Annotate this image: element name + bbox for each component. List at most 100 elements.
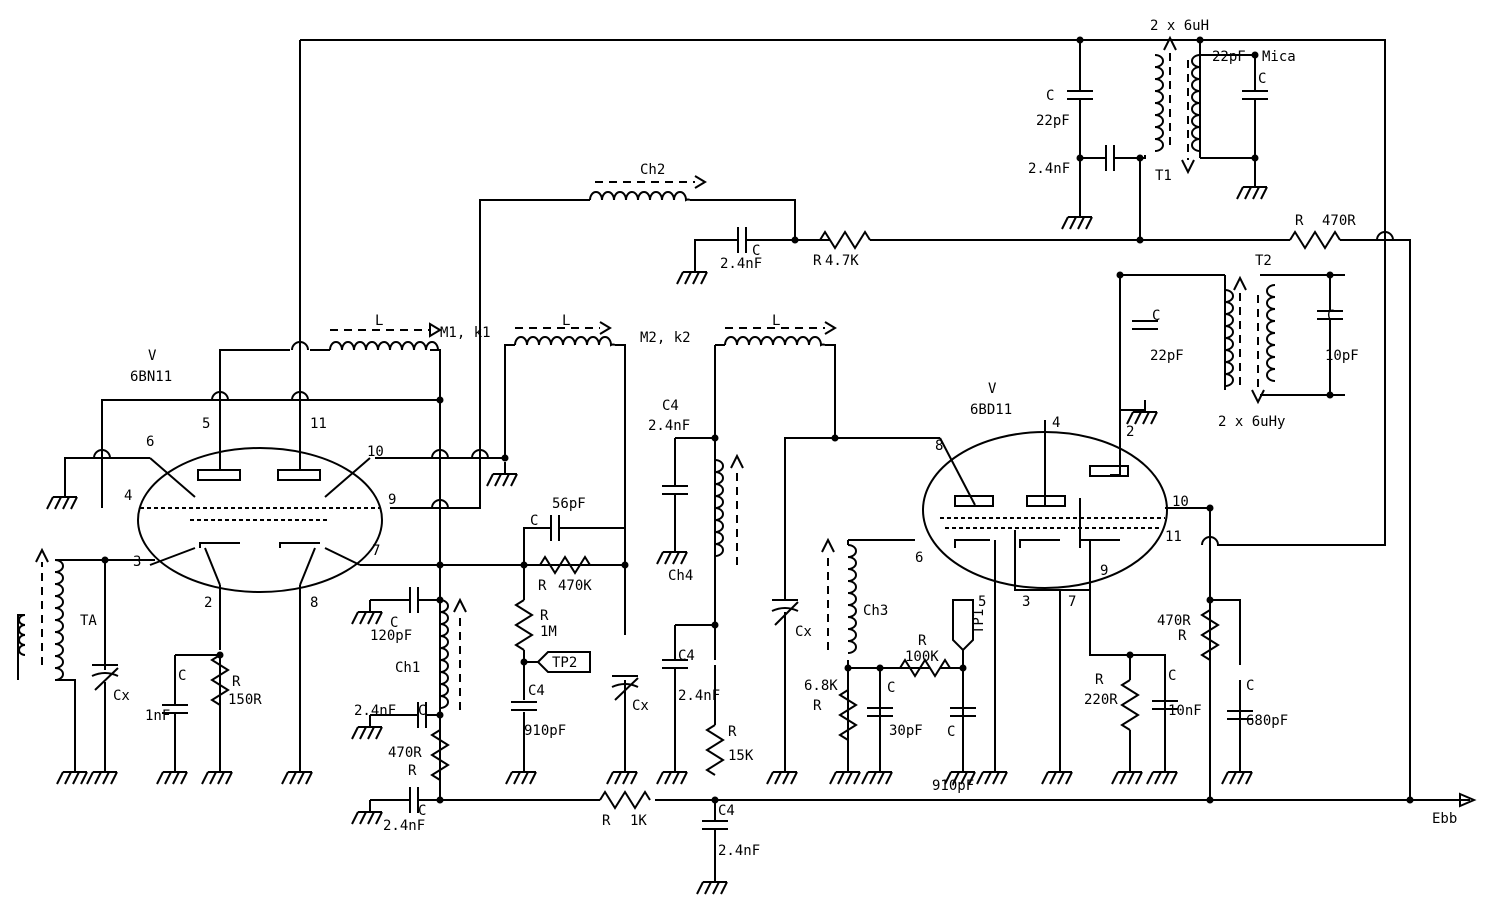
r-470k-value: 470K	[558, 578, 592, 594]
r-47k-ref: R	[813, 253, 822, 269]
c-56-value: 56pF	[552, 496, 586, 512]
v2-pin-11: 11	[1165, 529, 1182, 545]
v1-pin-4: 4	[124, 488, 132, 504]
v2-pin-6: 6	[915, 550, 923, 566]
r-1m-value: 1M	[540, 624, 557, 640]
c-10n-value: 10nF	[1168, 703, 1202, 719]
cx-v2-ref: Cx	[795, 624, 812, 640]
c-bot-24-ref: C	[418, 803, 426, 819]
ch3-ref: Ch3	[863, 603, 888, 619]
junctions	[101, 36, 1414, 804]
part-labels: C 22pF 2.4nF C 2.4nF R 4.7K R 470R C 22p…	[113, 88, 1457, 859]
r-47k-value: 4.7K	[825, 253, 859, 269]
c-t2-22-value: 22pF	[1150, 348, 1184, 364]
v2-pin-5: 5	[978, 594, 986, 610]
v1-pin-9: 9	[388, 492, 396, 508]
c4-910-ref: C4	[528, 683, 545, 699]
inductor-labels: L M1, k1 L M2, k2 L Ch1 Ch2 Ch3 Ch4 T1 2…	[80, 18, 1359, 676]
v2-pin-4: 4	[1052, 415, 1060, 431]
c4-mid-ref: C4	[678, 648, 695, 664]
c-t2-22-ref: C	[1152, 308, 1160, 324]
v1-ref: V	[148, 348, 157, 364]
v1-pin-3: 3	[133, 554, 141, 570]
t1-cap-ref: C	[1258, 71, 1266, 87]
c-680-ref: C	[1246, 678, 1254, 694]
t2-cap-value: 10pF	[1325, 348, 1359, 364]
v2-pin-3: 3	[1022, 594, 1030, 610]
r-100k-ref: R	[918, 633, 927, 649]
v2-pin-8: 8	[935, 438, 943, 454]
tube-labels: V 6BN11 5 11 6 10 4 9 3 7 2 8 V 6BD11 8 …	[124, 348, 1189, 611]
v2-type: 6BD11	[970, 402, 1012, 418]
inductors	[17, 35, 1276, 710]
v1-pin-6: 6	[146, 434, 154, 450]
v1-pin-8: 8	[310, 595, 318, 611]
v1-pin-7: 7	[372, 543, 380, 559]
tube-6bn11	[137, 447, 383, 593]
c-30-value: 30pF	[889, 723, 923, 739]
c4-top-ref: C4	[662, 398, 679, 414]
c-t1-22-value: 22pF	[1036, 113, 1070, 129]
tp1-ref: TP1	[971, 609, 987, 634]
r-470-top-value: 470R	[1322, 213, 1356, 229]
test-point-shapes	[536, 599, 1477, 808]
tp2-ref: TP2	[552, 655, 577, 671]
c-bot-24-value: 2.4nF	[383, 818, 425, 834]
l1-ref: L	[375, 313, 383, 329]
v2-ref: V	[988, 381, 997, 397]
tube-6bd11	[922, 431, 1168, 589]
r-470k-ref: R	[538, 578, 547, 594]
t1-ref: T1	[1155, 168, 1172, 184]
wiring	[55, 39, 1470, 870]
cx-mid-ref: Cx	[632, 698, 649, 714]
c-ch1-24-ref: C	[418, 703, 426, 719]
r-68k-ref: R	[813, 698, 822, 714]
r-220-value: 220R	[1084, 692, 1118, 708]
ta-ref: TA	[80, 613, 97, 629]
r-68k-value: 6.8K	[804, 678, 838, 694]
c4-910-value: 910pF	[524, 723, 566, 739]
l2-ref: L	[562, 313, 570, 329]
t1-spec: 2 x 6uH	[1150, 18, 1209, 34]
c-910-v2-ref: C	[947, 724, 955, 740]
r-470-v2-ref: R	[1178, 628, 1187, 644]
c-ch1-24-value: 2.4nF	[354, 703, 396, 719]
grounds	[46, 174, 1268, 895]
v1-pin-10: 10	[367, 444, 384, 460]
c-680-value: 680pF	[1246, 713, 1288, 729]
r-15k-ref: R	[728, 724, 737, 740]
c-120-value: 120pF	[370, 628, 412, 644]
wire-crossings	[93, 231, 1394, 546]
r-1m-ref: R	[540, 608, 549, 624]
l1-note: M1, k1	[440, 325, 491, 341]
v2-pin-10: 10	[1172, 494, 1189, 510]
c-120-ref: C	[390, 615, 398, 631]
r-470-ch1-value: 470R	[388, 745, 422, 761]
c-t1-22-ref: C	[1046, 88, 1054, 104]
c-t1-24-value: 2.4nF	[1028, 161, 1070, 177]
v1-pin-5: 5	[202, 416, 210, 432]
t2-cap-ref: C	[1327, 308, 1335, 324]
c-910-v2-value: 910pF	[932, 778, 974, 794]
capacitors	[91, 90, 1344, 830]
r-1k-ref: R	[602, 813, 611, 829]
r-15k-value: 15K	[728, 748, 754, 764]
c4-mid-value: 2.4nF	[678, 688, 720, 704]
r-470-ch1-ref: R	[408, 763, 417, 779]
supply-label: Ebb	[1432, 811, 1457, 827]
c-56-ref: C	[530, 513, 538, 529]
ch1-ref: Ch1	[395, 660, 420, 676]
c-30-ref: C	[887, 680, 895, 696]
ch4-ref: Ch4	[668, 568, 693, 584]
v2-pin-7: 7	[1068, 594, 1076, 610]
t2-spec: 2 x 6uHy	[1218, 414, 1285, 430]
c4-bot-ref: C4	[718, 803, 735, 819]
v2-pin-2: 2	[1126, 424, 1134, 440]
l2-note: M2, k2	[640, 330, 691, 346]
l3-ref: L	[772, 313, 780, 329]
c-ch2-value: 2.4nF	[720, 256, 762, 272]
ch2-ref: Ch2	[640, 162, 665, 178]
r-1k-value: 1K	[630, 813, 647, 829]
r-220-ref: R	[1095, 672, 1104, 688]
